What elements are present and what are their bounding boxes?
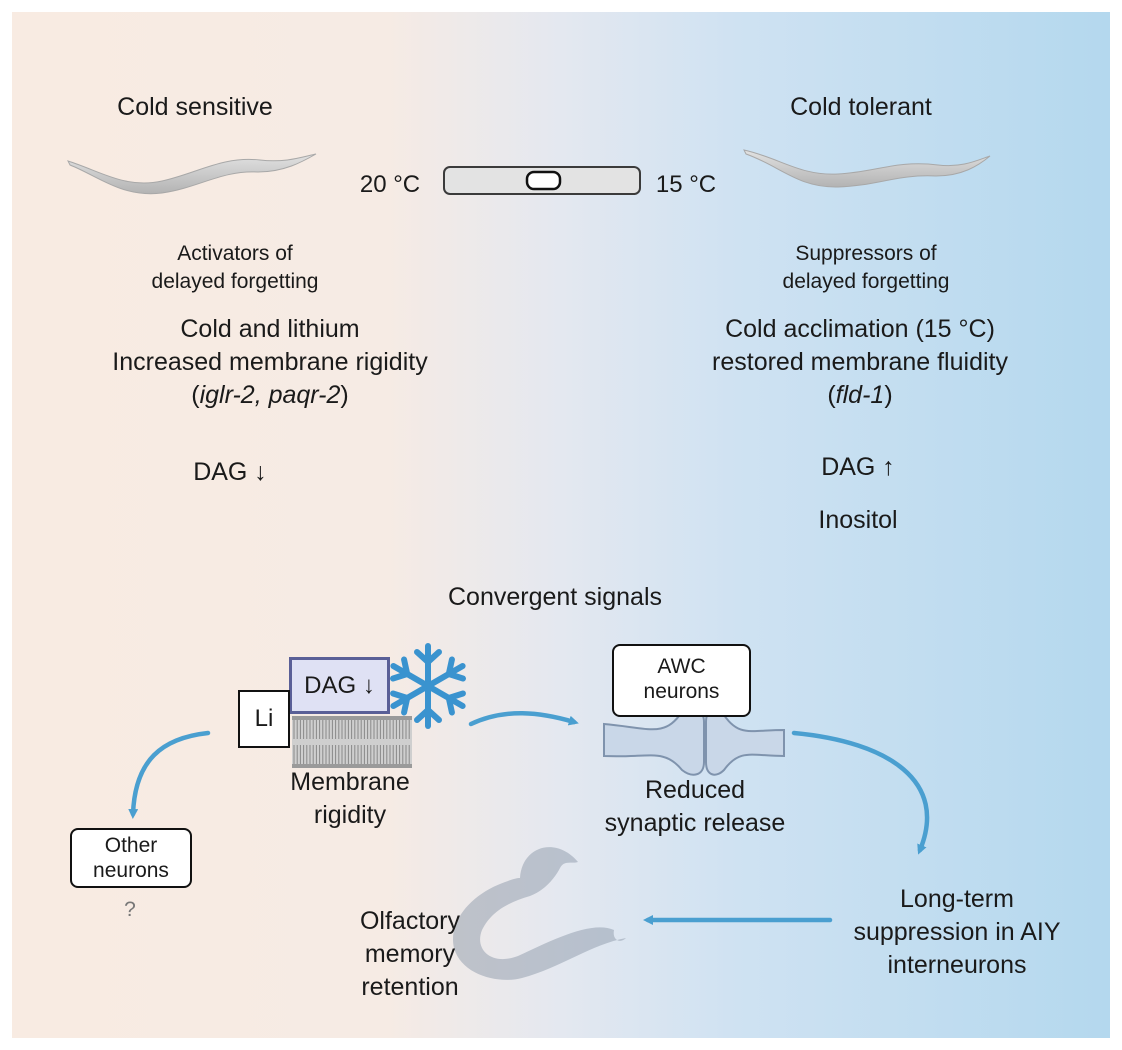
dag-box-label: DAG ↓	[304, 672, 375, 699]
left-genes-text: (iglr-2, paqr-2)	[191, 381, 349, 409]
li-box: Li	[238, 690, 290, 748]
membrane-label-line1: Membrane	[290, 768, 410, 796]
olfactory-line1: Olfactory	[359, 907, 461, 935]
temperature-gradient-tube	[443, 166, 641, 195]
temp-15c-label: 15 °C	[655, 171, 717, 198]
left-genes: iglr-2, paqr-2	[199, 381, 341, 409]
restored-fluidity-text: restored membrane fluidity	[712, 348, 1008, 376]
other-line1: Other	[104, 834, 158, 857]
left-dag-text: DAG ↓	[193, 458, 267, 486]
other-neurons-box: Other neurons	[70, 828, 192, 888]
worm-right-icon	[743, 149, 991, 188]
arrow-to-synapse	[468, 711, 579, 727]
ltp-line2: suppression in AIY	[853, 918, 1061, 946]
ltp-line1: Long-term	[900, 885, 1014, 913]
worm-memory-icon	[453, 847, 626, 980]
snowflake-icon	[388, 643, 468, 726]
reduced-release-line2: synaptic release	[604, 809, 786, 837]
inositol-text: Inositol	[818, 506, 898, 534]
cold-sensitive-heading: Cold sensitive	[117, 93, 273, 121]
cold-tolerant-heading: Cold tolerant	[790, 93, 932, 121]
right-dag-text: DAG ↑	[821, 453, 895, 481]
worm-left-icon	[67, 153, 317, 195]
increased-rigidity-text: Increased membrane rigidity	[112, 348, 428, 376]
reduced-release-line1: Reduced	[644, 776, 746, 804]
ltp-line3: interneurons	[887, 951, 1027, 979]
suppressors-line1: Suppressors of	[795, 242, 937, 265]
right-genes-text: (fld-1)	[827, 381, 893, 409]
arrow-to-other-neurons	[128, 730, 211, 819]
membrane-bilayer-icon	[292, 716, 412, 768]
cold-acclimation-text: Cold acclimation (15 °C)	[725, 315, 995, 343]
question-mark: ?	[124, 898, 136, 921]
olfactory-line2: memory	[364, 940, 456, 968]
convergent-signals-title: Convergent signals	[447, 583, 662, 611]
awc-neurons-box: AWC neurons	[612, 644, 751, 717]
arrows	[128, 711, 930, 925]
olfactory-line3: retention	[361, 973, 459, 1001]
cold-and-lithium-text: Cold and lithium	[180, 315, 360, 343]
awc-line1: AWC	[657, 655, 706, 678]
temp-20c-label: 20 °C	[359, 171, 421, 198]
other-line2: neurons	[93, 858, 169, 882]
dag-box: DAG ↓	[289, 657, 390, 714]
synapse-icon	[603, 708, 785, 776]
suppressors-line2: delayed forgetting	[782, 270, 950, 293]
arrow-to-aiy	[791, 730, 930, 855]
membrane-label-line2: rigidity	[313, 801, 387, 829]
awc-line2: neurons	[643, 680, 720, 704]
activators-line1: Activators of	[177, 242, 293, 265]
activators-line2: delayed forgetting	[151, 270, 319, 293]
right-genes: fld-1	[835, 381, 885, 409]
li-box-label: Li	[254, 705, 274, 732]
